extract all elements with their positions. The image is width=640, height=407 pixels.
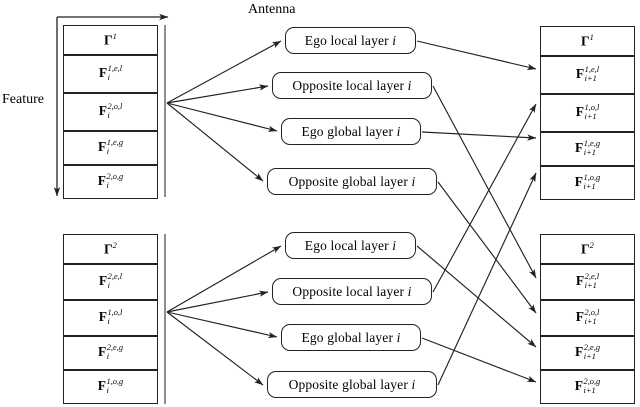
layer-box-top-opposite-local[interactable]: Opposite local layer i (272, 72, 432, 99)
edge-bot-egolocal-to-out2 (416, 245, 537, 348)
matrix-cell: Γ1 (540, 26, 635, 56)
layer-box-top-ego-local[interactable]: Ego local layer i (285, 27, 416, 54)
edge-bot-opplocal-to-out1 (432, 103, 537, 293)
matrix-cell: Γ2 (63, 234, 158, 264)
fanout-top (166, 40, 282, 182)
layer-box-label: Ego global layer i (301, 329, 401, 345)
edge-top-egoglobal-to-out1 (421, 131, 537, 141)
layer-box-label: Opposite global layer i (288, 376, 416, 392)
layer-box-top-opposite-global[interactable]: Opposite global layer i (267, 168, 437, 195)
antenna-axis-label: Antenna (248, 2, 296, 17)
layer-box-label: Opposite local layer i (292, 283, 412, 299)
fanout-bottom (166, 245, 282, 386)
edge-top-egolocal-to-out1 (416, 40, 537, 71)
matrix-cell: Γ1 (63, 25, 158, 55)
matrix-cell: Γ2 (540, 234, 635, 264)
layer-box-top-ego-global[interactable]: Ego global layer i (281, 118, 421, 145)
edge-top-oppglobal-to-out2 (437, 181, 537, 314)
layer-box-bottom-ego-local[interactable]: Ego local layer i (285, 232, 416, 259)
feature-axis-label: Feature (2, 92, 44, 107)
layer-box-bottom-ego-global[interactable]: Ego global layer i (281, 324, 421, 351)
edge-top-opplocal-to-out2 (432, 85, 537, 279)
layer-box-label: Opposite global layer i (288, 173, 416, 189)
layer-box-bottom-opposite-global[interactable]: Opposite global layer i (267, 371, 437, 398)
layer-box-label: Ego global layer i (301, 123, 401, 139)
edge-bot-egoglobal-to-out2 (421, 337, 537, 383)
layer-box-bottom-opposite-local[interactable]: Opposite local layer i (272, 278, 432, 305)
layer-box-label: Opposite local layer i (292, 77, 412, 93)
edge-bot-oppglobal-to-out1 (437, 172, 537, 386)
layer-box-label: Ego local layer i (304, 237, 397, 253)
layer-box-label: Ego local layer i (304, 32, 397, 48)
